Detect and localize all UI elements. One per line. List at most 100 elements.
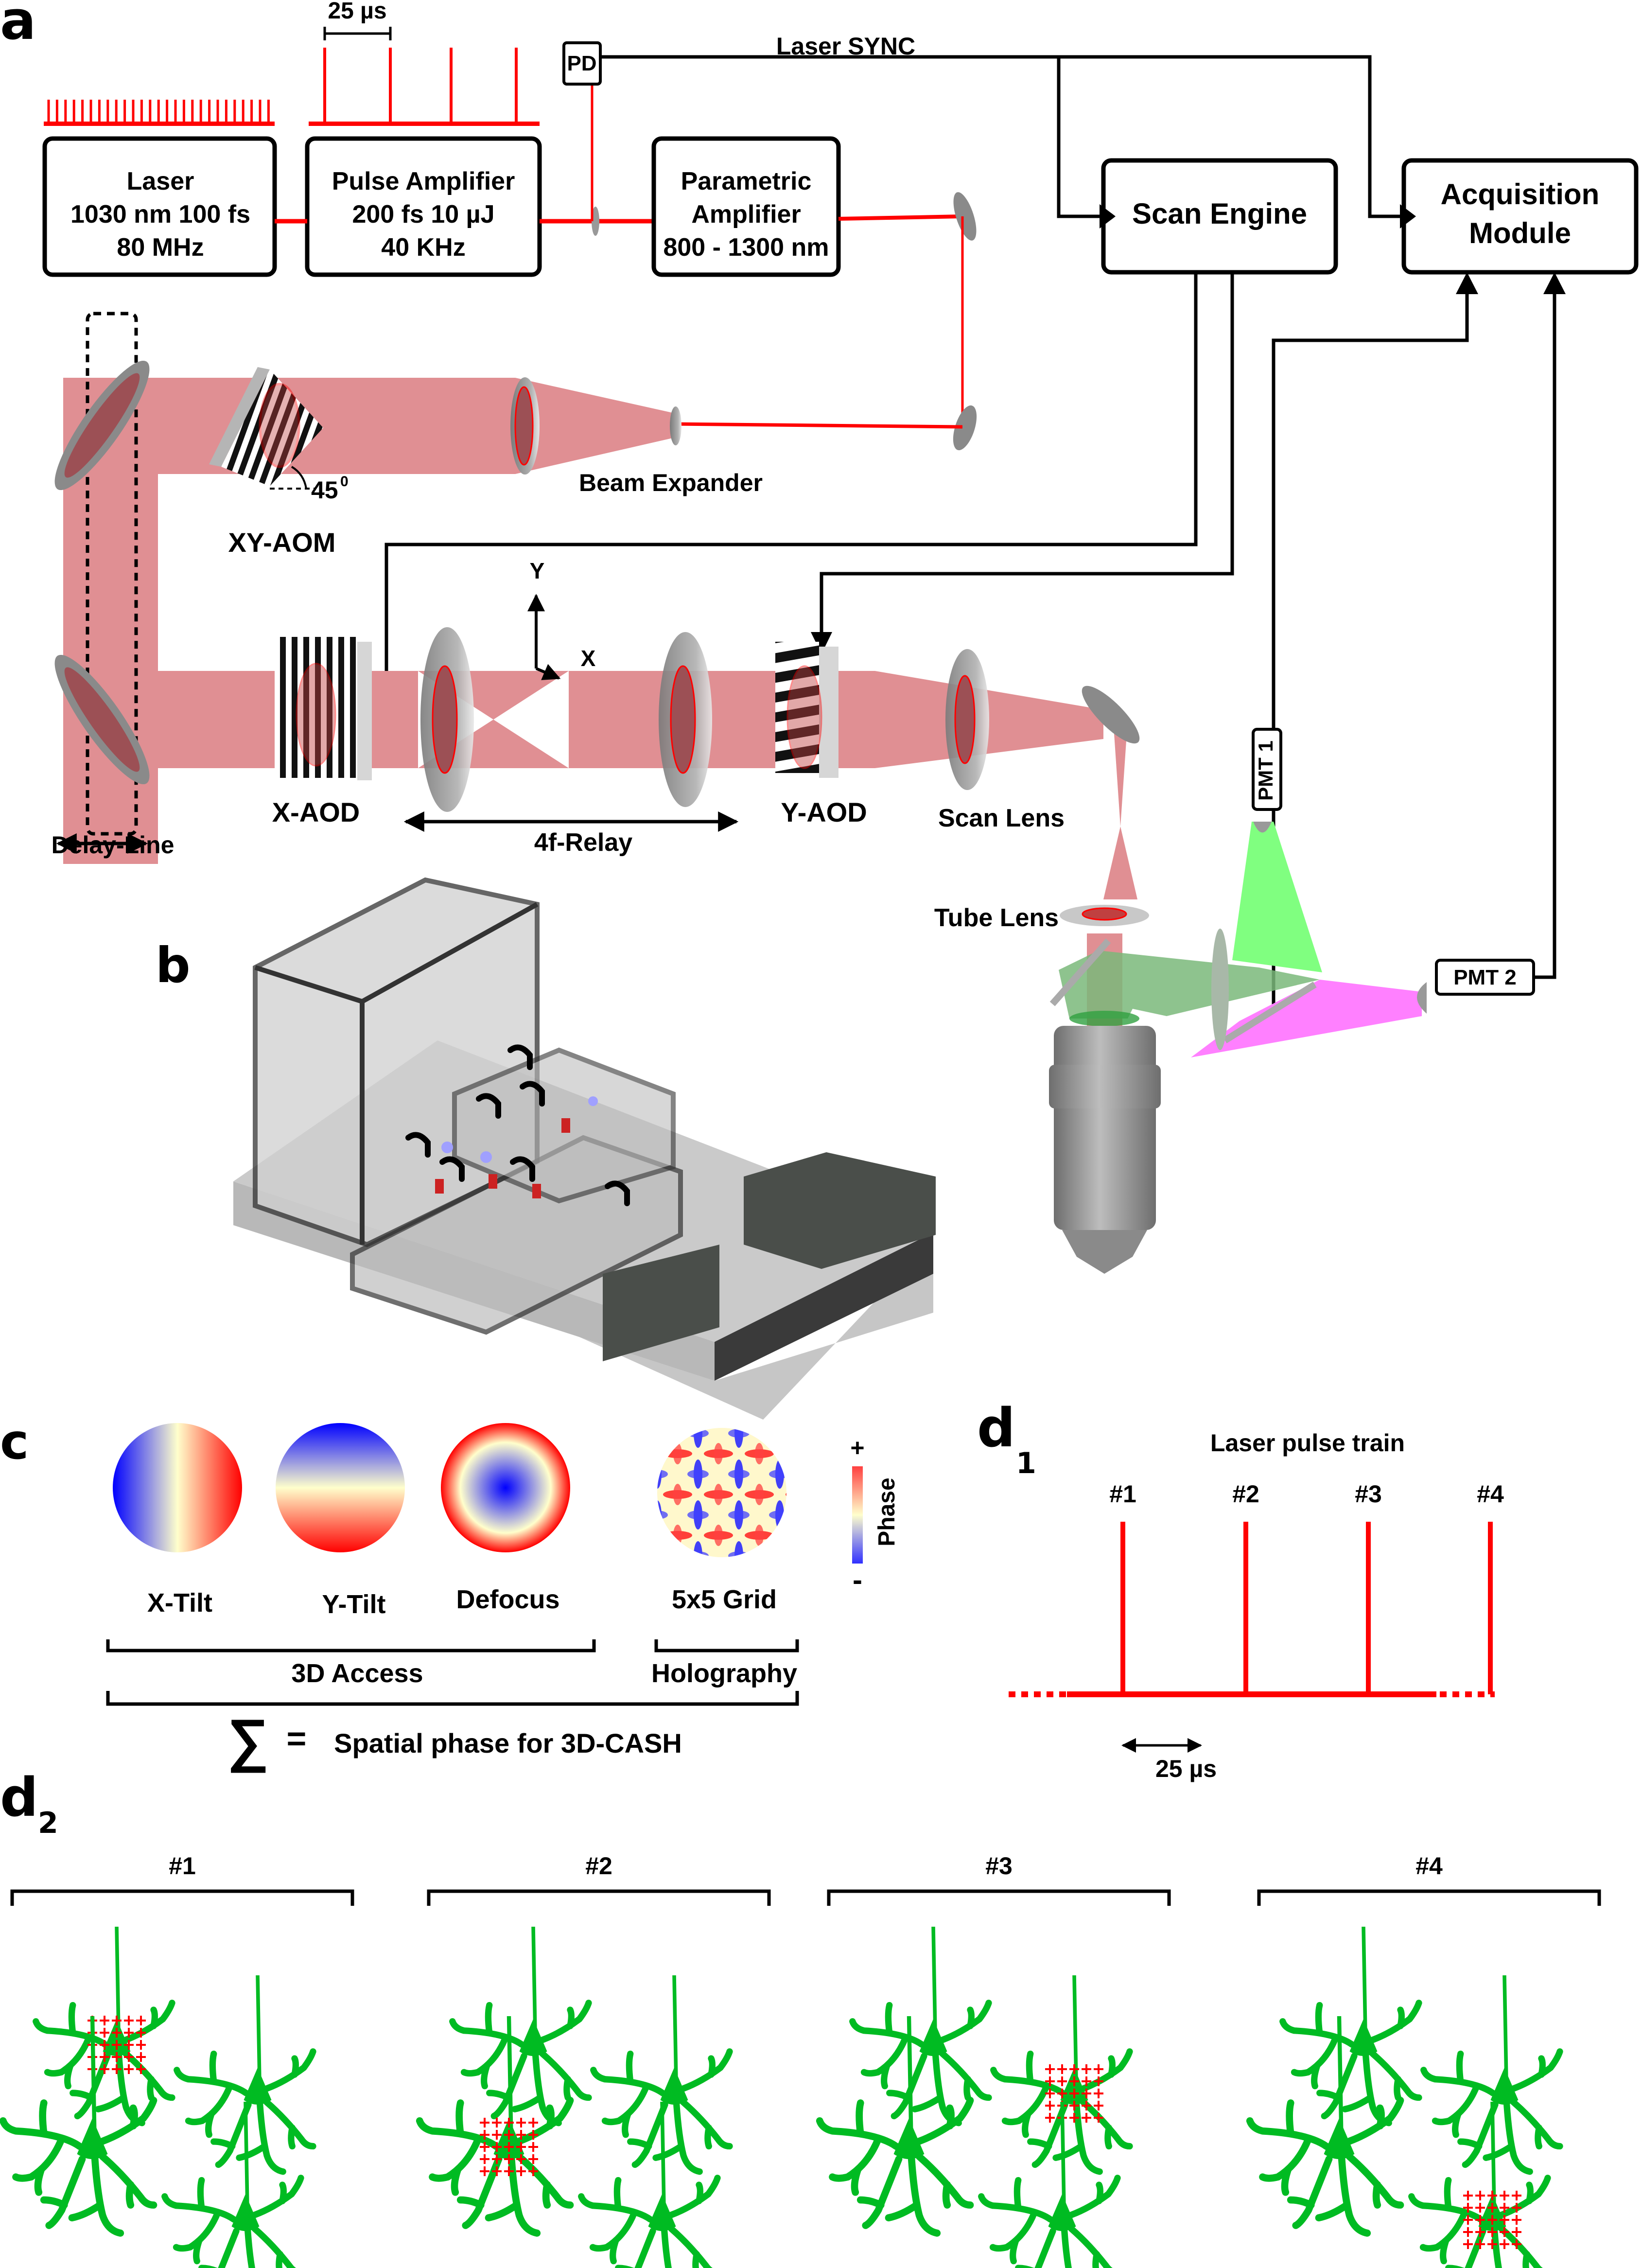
neuron [581,2102,717,2268]
xy-aom [209,367,323,486]
frame-bracket [1257,1889,1601,1906]
panel-label-b: b [156,937,191,994]
frame-4: #4 [1250,1852,1601,2268]
phase-pattern-y-tilt [276,1423,405,1552]
frame-1: #1 [3,1852,354,2268]
amplified-pulse-train [309,27,540,126]
svg-text:Pulse Amplifier: Pulse Amplifier [332,167,515,195]
y-aod [775,642,838,778]
frame-bracket [10,1889,354,1906]
acquisition-module-box: Acquisition Module [1401,158,1639,275]
tube-lens-label: Tube Lens [934,904,1059,932]
panel-label-d2: d [0,1766,38,1828]
pmt2-box: PMT 2 [1435,959,1535,996]
xy-axis-indicator: Y X [527,558,596,680]
svg-text:PD: PD [567,52,596,75]
frame-bracket [827,1889,1171,1906]
phase-pattern-grid [657,1428,786,1557]
panel-label-d1: d [977,1397,1015,1459]
steering-mirror-1 [953,192,977,241]
frame-label: #4 [1415,1852,1443,1880]
laser-box: Laser 1030 nm 100 fs 80 MHz [42,136,277,277]
panel-label-d2-sub: 2 [38,1806,58,1840]
svg-text:Module: Module [1469,217,1571,249]
frame-label: #3 [985,1852,1013,1880]
x-aod-label: X-AOD [272,797,360,827]
neuron [419,2016,570,2233]
pulse-label-2: #2 [1232,1480,1259,1508]
laser-sync-label: Laser SYNC [776,33,915,60]
frame-bracket [427,1889,771,1906]
svg-text:40 KHz: 40 KHz [381,233,465,262]
relay-label: 4f-Relay [534,828,632,857]
panel-label-a: a [0,0,36,52]
pickoff-mirror [592,207,599,236]
svg-text:1030 nm 100 fs: 1030 nm 100 fs [70,200,250,229]
holography-label: Holography [651,1659,797,1688]
delay-line-label: Delay-Line [52,831,175,859]
y-tilt-label: Y-Tilt [322,1590,385,1619]
phase-pattern-defocus [441,1423,570,1552]
neuron [165,2102,301,2268]
sum-symbol: ∑ [227,1707,269,1773]
svg-text:PMT 2: PMT 2 [1453,966,1517,989]
pulse-label-4: #4 [1477,1480,1504,1508]
svg-text:-: - [853,1564,862,1596]
svg-text:Scan Engine: Scan Engine [1132,197,1307,230]
pmt1-box: PMT 1 [1252,728,1282,811]
bracket-total [106,1691,799,1706]
expander-lens-small [670,406,681,445]
sum-label: Spatial phase for 3D-CASH [334,1728,682,1758]
bracket-holography [654,1639,799,1653]
neuron [1250,2016,1400,2233]
scan-engine-box: Scan Engine [1101,158,1338,275]
bracket-3d-access [106,1639,596,1653]
parametric-amplifier-box: Parametric Amplifier 800 - 1300 nm [651,136,841,277]
neuron [853,1927,989,2123]
y-aod-label: Y-AOD [781,797,867,827]
emission-path [1049,822,1422,1057]
phase-pattern-x-tilt [113,1423,242,1552]
panel-label-d1-sub: 1 [1016,1446,1036,1480]
phase-colorbar: + - Phase [850,1434,900,1596]
svg-text:800 - 1300 nm: 800 - 1300 nm [663,233,829,262]
fold-mirror [1082,686,1140,744]
xy-aom-label: XY-AOM [228,527,336,558]
svg-text:Laser: Laser [127,167,194,195]
aom-angle-label: 45 [311,476,338,504]
frame-label: #2 [585,1852,612,1880]
neuron [1283,1927,1419,2123]
pulse-train [1009,1522,1495,1697]
pulse-train-title: Laser pulse train [1210,1429,1405,1457]
svg-text:200 fs 10 µJ: 200 fs 10 µJ [352,200,494,229]
pd-box: PD [562,41,602,86]
svg-text:Phase: Phase [874,1477,900,1546]
svg-text:+: + [850,1434,864,1461]
pulse-spacing-label: 25 µs [328,0,386,24]
defocus-label: Defocus [456,1585,559,1614]
delay-line-box [86,312,138,836]
pulse-label-3: #3 [1355,1480,1382,1508]
neuron [820,2016,970,2233]
steering-mirror-2 [953,405,977,451]
neuron [453,1927,589,2123]
svg-text:0: 0 [340,474,349,490]
pulse-spacing-d1-label: 25 µs [1155,1755,1217,1782]
svg-text:PMT 1: PMT 1 [1254,740,1277,801]
system-render [233,877,936,1420]
frame-2: #2 [419,1852,771,2268]
laser-sync-wiring [600,55,1400,218]
x-tilt-label: X-Tilt [147,1588,212,1617]
frame-3: #3 [820,1852,1171,2268]
svg-text:Acquisition: Acquisition [1441,178,1600,211]
grid-label: 5x5 Grid [672,1585,777,1614]
svg-text:X: X [581,646,596,671]
svg-text:Parametric: Parametric [681,167,812,195]
pulse-amplifier-box: Pulse Amplifier 200 fs 10 µJ 40 KHz [305,136,542,277]
svg-text:Y: Y [530,558,545,583]
frame-label: #1 [169,1852,196,1880]
x-aod [275,637,372,780]
seed-pulse-comb [44,100,275,126]
svg-text:Amplifier: Amplifier [691,200,801,229]
neuron [3,2016,154,2233]
